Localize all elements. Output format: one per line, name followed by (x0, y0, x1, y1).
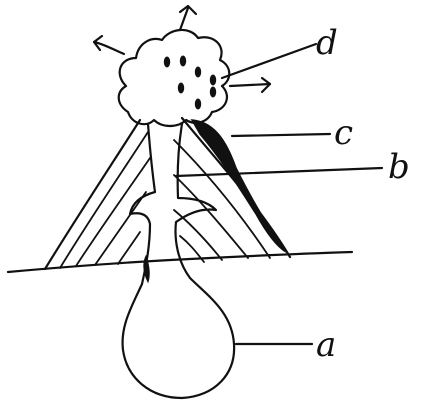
magma-fill (144, 256, 149, 282)
leader-line-c (232, 134, 330, 136)
ejecta-dot (164, 57, 170, 68)
ejecta-dot (195, 67, 201, 78)
ground-line (8, 252, 352, 272)
ejecta-dot (195, 99, 201, 110)
ejecta-dot (210, 75, 216, 86)
leader-line-b (176, 168, 382, 176)
dark-lava-layer (192, 120, 286, 252)
label-a: a (316, 325, 336, 365)
ejecta-dot (178, 83, 184, 94)
label-b: b (388, 147, 410, 187)
rock-layer-line (60, 132, 148, 268)
label-d: d (316, 23, 338, 63)
leader-line-d (222, 44, 316, 78)
eruption-arrow (230, 84, 270, 86)
ejecta-dot (180, 56, 186, 67)
volcano-left-flank (45, 120, 140, 269)
ejecta-dot (210, 87, 216, 98)
rock-layer-line (76, 158, 150, 266)
rock-layer-line (118, 232, 140, 264)
rock-layer-line (95, 192, 146, 265)
label-c: c (334, 113, 353, 153)
